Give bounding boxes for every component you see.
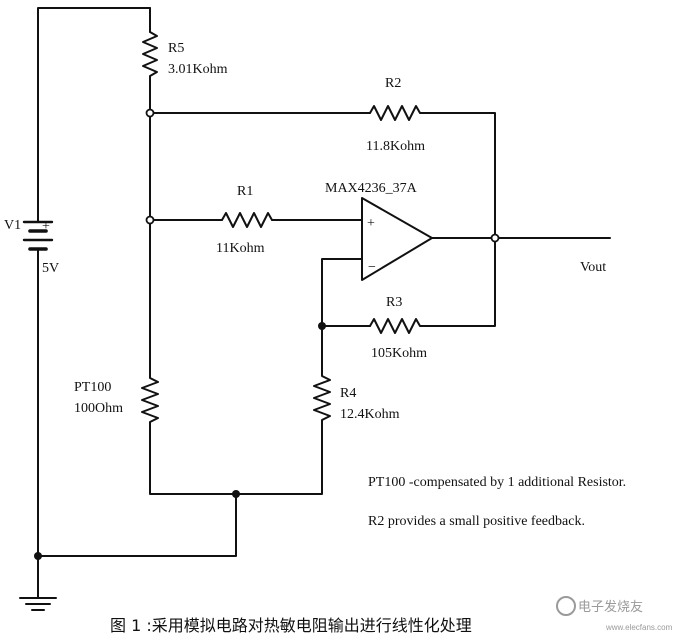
- v1-plus-label: +: [42, 219, 50, 234]
- r1-value: 11Kohm: [216, 241, 265, 256]
- r1-name: R1: [237, 184, 253, 199]
- r5-name: R5: [168, 41, 184, 56]
- r3-value: 105Kohm: [371, 346, 427, 361]
- r2-value: 11.8Kohm: [366, 139, 425, 154]
- opamp-plus-label: +: [367, 216, 375, 231]
- ground-icon: [19, 555, 57, 611]
- junction-dot: [318, 322, 326, 330]
- r4-name: R4: [340, 386, 356, 401]
- r4-value: 12.4Kohm: [340, 407, 400, 422]
- junction-dot: [232, 490, 240, 498]
- vout-label: Vout: [580, 260, 606, 275]
- note-feedback: R2 provides a small positive feedback.: [368, 514, 585, 529]
- wire-inverting-net: [321, 258, 363, 373]
- opamp-name: MAX4236_37A: [325, 181, 418, 196]
- watermark-main: 电子发烧友: [578, 599, 643, 615]
- watermark-logo-icon: [556, 596, 576, 616]
- r5-value: 3.01Kohm: [168, 62, 228, 77]
- note-compensation: PT100 -compensated by 1 additional Resis…: [368, 475, 626, 490]
- pt100-value: 100Ohm: [74, 401, 123, 416]
- resistor-r5: [142, 31, 158, 81]
- wire-r2-path: [149, 112, 496, 239]
- v1-value: 5V: [42, 261, 59, 276]
- wire-pt100-bottom: [149, 425, 323, 495]
- opamp-minus-label: −: [368, 260, 376, 275]
- watermark-sub: www.elecfans.com: [605, 623, 673, 632]
- junction-node: [145, 108, 155, 118]
- junction-dot: [34, 552, 42, 560]
- wire-ground-return: [37, 493, 237, 557]
- pt100-name: PT100: [74, 380, 111, 395]
- resistor-r3: [369, 318, 425, 334]
- resistor-r2: [369, 105, 425, 121]
- resistor-r1: [221, 212, 273, 228]
- wire-r3-path: [321, 237, 496, 327]
- r3-name: R3: [386, 295, 402, 310]
- battery-v1: [22, 214, 54, 259]
- junction-node: [145, 215, 155, 225]
- resistor-pt100: [141, 371, 159, 431]
- wire-top-rail: [37, 7, 151, 216]
- figure-caption: 图 1 :采用模拟电路对热敏电阻输出进行线性化处理: [110, 616, 472, 635]
- opamp-symbol: [361, 197, 433, 281]
- resistor-r4: [313, 371, 331, 427]
- r2-name: R2: [385, 76, 401, 91]
- watermark: 电子发烧友 www.elecfans.com: [556, 596, 673, 632]
- v1-name: V1: [4, 218, 21, 233]
- junction-node: [490, 233, 500, 243]
